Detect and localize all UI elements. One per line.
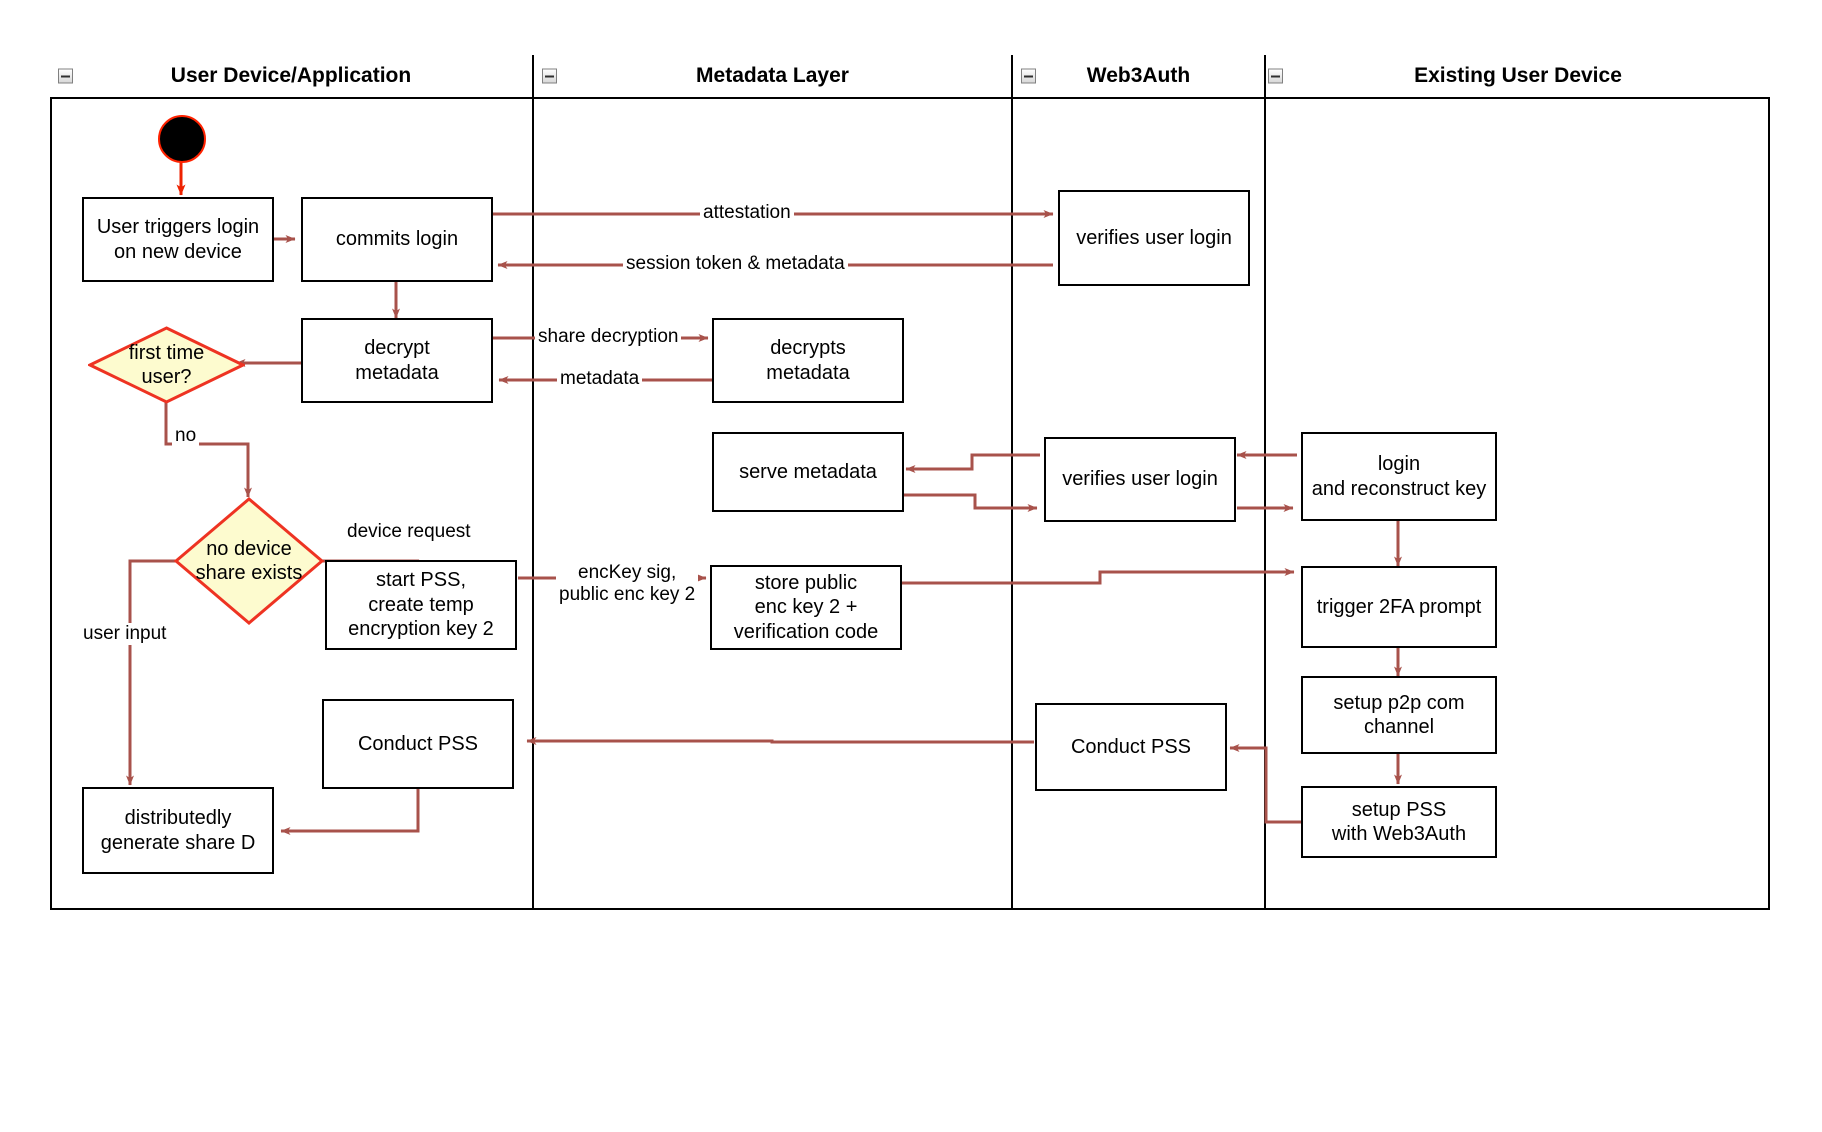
collapse-icon[interactable] [58,68,73,84]
lane-metadata-layer: Metadata Layer [534,55,1013,910]
lane-web3auth: Web3Auth [1013,55,1266,910]
edge-label-no: no [172,425,200,448]
decision-label: no device share exists [195,538,303,584]
lane-existing-user-device: Existing User Device [1266,55,1770,910]
node-user-triggers-login[interactable]: User triggers login on new device [82,197,274,282]
node-start-pss[interactable]: start PSS, create temp encryption key 2 [325,560,517,650]
node-login-and-reconstruct-key[interactable]: login and reconstruct key [1301,432,1497,521]
edge-label-metadata: metadata [557,368,643,391]
decision-first-time-user[interactable]: first time user? [88,326,245,404]
collapse-icon[interactable] [542,68,557,84]
edge-label-session-token-metadata: session token & metadata [623,253,848,276]
lane-title: User Device/Application [170,64,412,87]
node-distributedly-generate-share-d[interactable]: distributedly generate share D [82,787,274,874]
start-node [158,115,206,163]
node-trigger-2fa-prompt[interactable]: trigger 2FA prompt [1301,566,1497,648]
lane-title: Existing User Device [1414,64,1622,87]
lane-title: Web3Auth [1086,64,1191,87]
edge-label-user-input: user input [80,623,170,646]
node-decrypt-metadata[interactable]: decrypt metadata [301,318,493,403]
collapse-icon[interactable] [1268,68,1283,84]
lane-header-existing-user-device[interactable]: Existing User Device [1266,55,1770,99]
lane-user-device: User Device/Application [50,55,534,910]
collapse-icon[interactable] [1021,68,1036,84]
decision-label: first time user? [128,342,205,388]
edge-label-attestation: attestation [700,202,794,225]
edge-label-share-decryption: share decryption [535,326,682,349]
edge-label-device-request: device request [344,521,474,544]
node-conduct-pss-user[interactable]: Conduct PSS [322,699,514,789]
node-verifies-user-login-2[interactable]: verifies user login [1044,437,1236,522]
lane-header-user-device[interactable]: User Device/Application [50,55,532,99]
decision-no-device-share[interactable]: no device share exists [174,497,324,625]
lane-header-web3auth[interactable]: Web3Auth [1013,55,1264,99]
node-serve-metadata[interactable]: serve metadata [712,432,904,512]
lane-title: Metadata Layer [696,64,849,87]
lane-header-metadata-layer[interactable]: Metadata Layer [534,55,1011,99]
node-commits-login[interactable]: commits login [301,197,493,282]
node-verifies-user-login-1[interactable]: verifies user login [1058,190,1250,286]
node-setup-pss-with-web3auth[interactable]: setup PSS with Web3Auth [1301,786,1497,858]
node-decrypts-metadata[interactable]: decrypts metadata [712,318,904,403]
node-store-public-enc-key-2[interactable]: store public enc key 2 + verification co… [710,565,902,650]
edge-label-enckey-sig: encKey sig, public enc key 2 [556,562,699,607]
node-setup-p2p-com-channel[interactable]: setup p2p com channel [1301,676,1497,754]
node-conduct-pss-web3auth[interactable]: Conduct PSS [1035,703,1227,791]
